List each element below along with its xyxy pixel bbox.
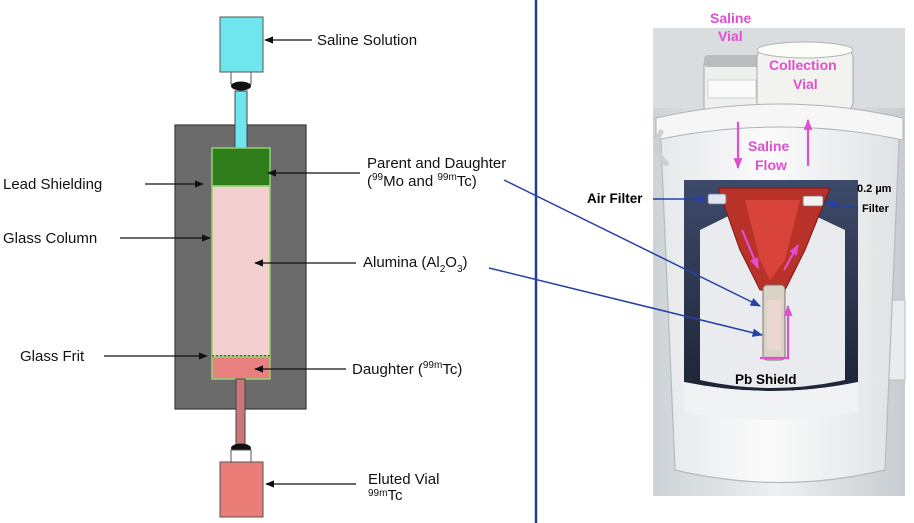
collection-vial-rim: [756, 41, 854, 59]
alumina-photo: [767, 300, 781, 350]
sub-2: 2: [440, 264, 446, 275]
saline-vial-label-1: Saline: [710, 10, 751, 26]
bucket-rim: [655, 103, 904, 141]
saline-vial-label-2: Vial: [718, 28, 743, 44]
air-filter-label: Air Filter: [587, 191, 643, 206]
filter-label: Filter: [862, 203, 890, 215]
filter-fitting: [802, 195, 824, 207]
saline-flow-label-2: Flow: [755, 157, 787, 173]
bucket-handle: [654, 128, 670, 167]
collection-vial-label-1: Collection: [769, 57, 837, 73]
daughter-text: Daughter (: [352, 361, 423, 378]
tc-close: Tc): [457, 173, 477, 190]
inlet-tube: [234, 90, 248, 150]
pb-shield-outline: [760, 304, 793, 360]
eluted-vial-neck: [230, 449, 252, 463]
glass-frit-label: Glass Frit: [20, 348, 85, 365]
column-flow-arrow-out: [783, 244, 799, 271]
alumina-label: Alumina (Al2O3): [363, 254, 468, 275]
alumina-link: [488, 267, 764, 337]
column-housing-shade: [745, 200, 800, 280]
saline-vial-cap: [704, 55, 760, 67]
air-filter-fitting: [707, 193, 727, 205]
close-paren: ): [463, 254, 468, 271]
eluted-tc: Tc: [387, 487, 403, 504]
collection-vial-label-2: Vial: [793, 76, 818, 92]
parent-daughter-isotopes: (99Mo and 99mTc): [367, 172, 477, 190]
sup-99m: 99m: [437, 172, 456, 183]
parent-daughter-label: Parent and Daughter: [367, 155, 506, 172]
alumina-text: Alumina (Al: [363, 254, 440, 271]
mo-and: Mo and: [383, 173, 437, 190]
saline-vial: [219, 16, 264, 73]
parent-daughter-band: [211, 147, 271, 187]
paren-open: (: [367, 173, 372, 190]
saline-solution-label: Saline Solution: [317, 32, 417, 49]
column-flow-arrow-in: [740, 229, 760, 270]
sub-3: 3: [457, 264, 463, 275]
outlet-tube: [235, 378, 246, 446]
sup-99: 99: [372, 172, 384, 183]
window-bottom: [684, 382, 858, 420]
alumina-band: [211, 185, 271, 357]
parent-daughter-link: [503, 179, 761, 307]
eluted-vial: [219, 461, 264, 518]
glass-column-label: Glass Column: [3, 230, 97, 247]
saline-vial-seal: [231, 81, 251, 91]
saline-vial-sticker: [707, 79, 757, 99]
daughter-tc: Tc): [442, 361, 462, 378]
saline-flow-label-1: Saline: [748, 138, 789, 154]
daughter-band: [211, 356, 271, 380]
schematic-diagram: Saline Solution Lead Shielding Glass Col…: [3, 16, 506, 518]
generator-photo: Saline Vial Collection Vial Saline Flow …: [587, 10, 906, 496]
filter-size-label: 0.2 µm: [857, 183, 892, 195]
eluted-isotope-label: 99mTc: [368, 487, 403, 504]
o-text: O: [445, 254, 457, 271]
pb-shield-label: Pb Shield: [735, 372, 797, 387]
lead-shielding-label: Lead Shielding: [3, 176, 102, 193]
eluted-vial-label: Eluted Vial: [368, 471, 439, 488]
daughter-sup: 99m: [423, 360, 442, 371]
filter-pointer: [824, 200, 859, 209]
daughter-label: Daughter (99mTc): [352, 360, 462, 378]
eluted-sup: 99m: [368, 488, 387, 499]
